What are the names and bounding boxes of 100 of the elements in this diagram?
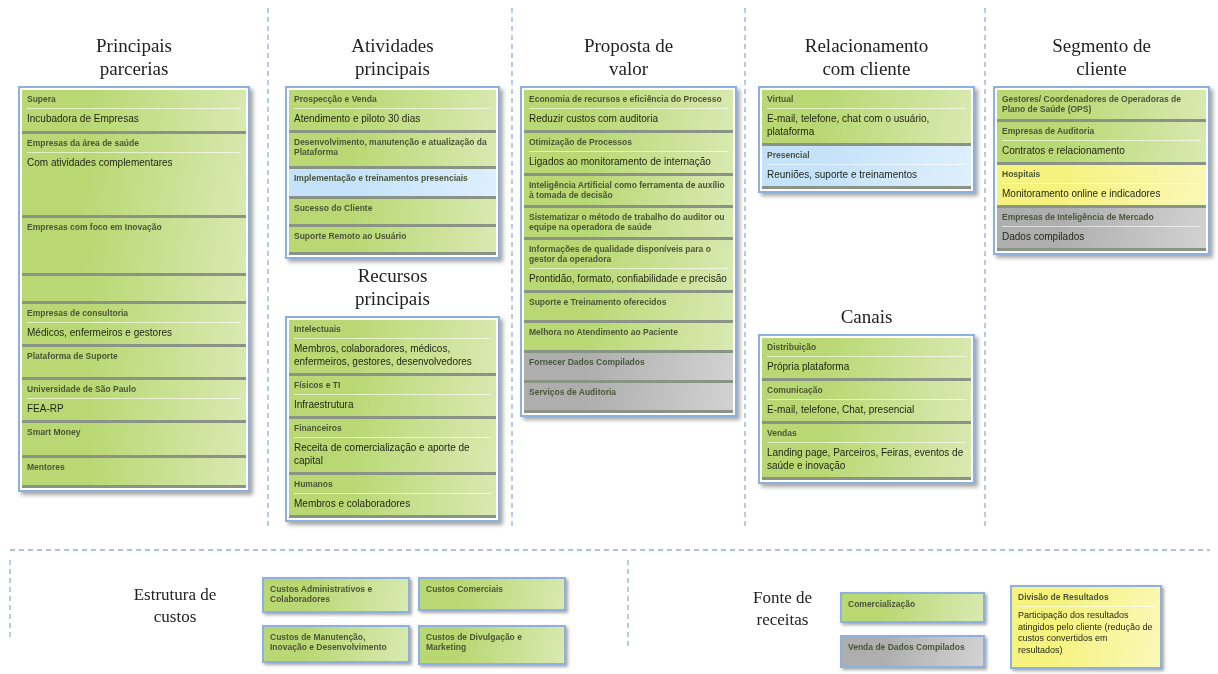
section-text: Landing page, Parceiros, Feiras, eventos de saúde e inovação xyxy=(767,442,966,472)
section-text: Infraestrutura xyxy=(294,394,491,411)
block-heading: Fonte de receitas xyxy=(752,587,813,631)
section-title: Presencial xyxy=(767,150,811,160)
section-text: Membros e colaboradores xyxy=(294,493,491,510)
canvas-section xyxy=(524,383,733,413)
panel-heading: Atividades principais xyxy=(350,34,435,80)
section-title: Empresas com foco em Inovação xyxy=(27,222,163,232)
panel-heading: Segmento de cliente xyxy=(1051,34,1152,80)
panel-heading: Principais parcerias xyxy=(95,34,173,80)
section-title: Intelectuais xyxy=(294,324,342,334)
section-title: Empresas de Inteligência de Mercado xyxy=(1002,212,1155,222)
canvas-section xyxy=(524,293,733,323)
section-title: Custos Administrativos e Colaboradores xyxy=(270,584,374,604)
cost-revenue-box xyxy=(262,577,410,613)
canvas-section xyxy=(762,338,971,381)
canvas-section xyxy=(22,347,246,380)
section-title: Informações de qualidade disponíveis para o gestor da operadora xyxy=(529,244,712,264)
section-text: E-mail, telefone, Chat, presencial xyxy=(767,399,966,416)
canvas-section xyxy=(289,169,496,199)
canvas-section xyxy=(22,304,246,347)
canvas-section xyxy=(289,90,496,133)
section-text: Monitoramento online e indicadores xyxy=(1002,183,1201,200)
section-title: Gestores/ Coordenadores de Operadoras de Plano de Saúde (OPS) xyxy=(1002,94,1183,114)
cost-revenue-box xyxy=(418,625,566,665)
canvas-section xyxy=(22,380,246,423)
canvas-section xyxy=(289,320,496,376)
section-title: Humanos xyxy=(294,479,334,489)
section-text: Reuniões, suporte e treinamentos xyxy=(767,164,966,181)
section-title: Suporte Remoto ao Usuário xyxy=(294,231,408,241)
section-title: Prospecção e Venda xyxy=(294,94,378,104)
canvas-section xyxy=(22,458,246,488)
section-title: Físicos e TI xyxy=(294,380,342,390)
section-text: E-mail, telefone, chat com o usuário, plataforma xyxy=(767,108,966,138)
canvas-section xyxy=(997,165,1206,208)
section-title: Empresas de Auditoria xyxy=(1002,126,1096,136)
panel-heading: Canais xyxy=(840,305,893,328)
section-title: Financeiros xyxy=(294,423,343,433)
section-title: Mentores xyxy=(27,462,66,472)
canvas-section xyxy=(289,133,496,169)
section-title: Comercialização xyxy=(848,599,917,609)
section-text: Própria plataforma xyxy=(767,356,966,373)
canvas-section xyxy=(22,218,246,276)
canvas-section xyxy=(289,475,496,518)
section-title: Comunicação xyxy=(767,385,824,395)
canvas-section xyxy=(762,381,971,424)
section-title: Melhora no Atendimento ao Paciente xyxy=(529,327,679,337)
empty-section xyxy=(22,276,246,304)
section-text: Médicos, enfermeiros e gestores xyxy=(27,322,241,339)
section-title: Fornecer Dados Compilados xyxy=(529,357,646,367)
section-title: Plataforma de Suporte xyxy=(27,351,119,361)
section-title: Custos Comerciais xyxy=(426,584,504,594)
canvas-section xyxy=(762,90,971,146)
section-title: Otimização de Processos xyxy=(529,137,633,147)
canvas-section xyxy=(289,376,496,419)
section-title: Universidade de São Paulo xyxy=(27,384,138,394)
section-text: FEA-RP xyxy=(27,398,241,415)
block-heading: Estrutura de custos xyxy=(132,584,218,628)
canvas-section xyxy=(524,90,733,133)
canvas-section xyxy=(997,208,1206,251)
canvas-section xyxy=(22,423,246,458)
canvas-section xyxy=(524,240,733,293)
section-title: Virtual xyxy=(767,94,795,104)
canvas-section xyxy=(524,176,733,208)
section-title: Supera xyxy=(27,94,57,104)
section-title: Empresas da área de saúde xyxy=(27,138,140,148)
section-text: Atendimento e piloto 30 dias xyxy=(294,108,491,125)
cost-revenue-box xyxy=(840,592,985,623)
section-text: Prontidão, formato, confiabilidade e precisão xyxy=(529,268,728,285)
section-title: Serviços de Auditoria xyxy=(529,387,618,397)
cost-revenue-box xyxy=(262,625,410,663)
section-title: Vendas xyxy=(767,428,798,438)
canvas-section xyxy=(289,199,496,227)
section-text: Dados compilados xyxy=(1002,226,1201,243)
section-title: Divisão de Resultados xyxy=(1018,592,1110,602)
section-title: Custos de Manutenção, Inovação e Desenvolvimento xyxy=(270,632,388,652)
canvas-section xyxy=(524,133,733,176)
canvas-section xyxy=(22,134,246,218)
section-title: Implementação e treinamentos presenciais xyxy=(294,173,469,183)
section-text: Participação dos resultados atingidos pelo cliente (redução de custos convertidos em resultados) xyxy=(1018,606,1154,657)
section-title: Empresas de consultoria xyxy=(27,308,130,318)
section-text: Membros, colaboradores, médicos, enfermeiros, gestores, desenvolvedores xyxy=(294,338,491,368)
canvas-section xyxy=(524,323,733,353)
section-text: Incubadora de Empresas xyxy=(27,108,241,125)
section-text: Ligados ao monitoramento de internação xyxy=(529,151,728,168)
panel-heading: Recursos principais xyxy=(354,264,431,310)
cost-revenue-box xyxy=(840,635,985,668)
cost-revenue-box xyxy=(418,577,566,611)
section-title: Sistematizar o método de trabalho do auditor ou equipe na operadora de saúde xyxy=(529,212,726,232)
canvas-section xyxy=(997,90,1206,122)
section-title: Custos de Divulgação e Marketing xyxy=(426,632,523,652)
section-text: Contratos e relacionamento xyxy=(1002,140,1201,157)
panel-heading: Relacionamento com cliente xyxy=(803,34,930,80)
cost-revenue-box xyxy=(1010,585,1162,669)
panel-heading: Proposta de valor xyxy=(582,34,675,80)
canvas-section xyxy=(289,227,496,255)
section-text: Com atividades complementares xyxy=(27,152,241,169)
section-title: Venda de Dados Compilados xyxy=(848,642,966,652)
section-title: Economia de recursos e eficiência do Processo xyxy=(529,94,723,104)
section-title: Smart Money xyxy=(27,427,82,437)
